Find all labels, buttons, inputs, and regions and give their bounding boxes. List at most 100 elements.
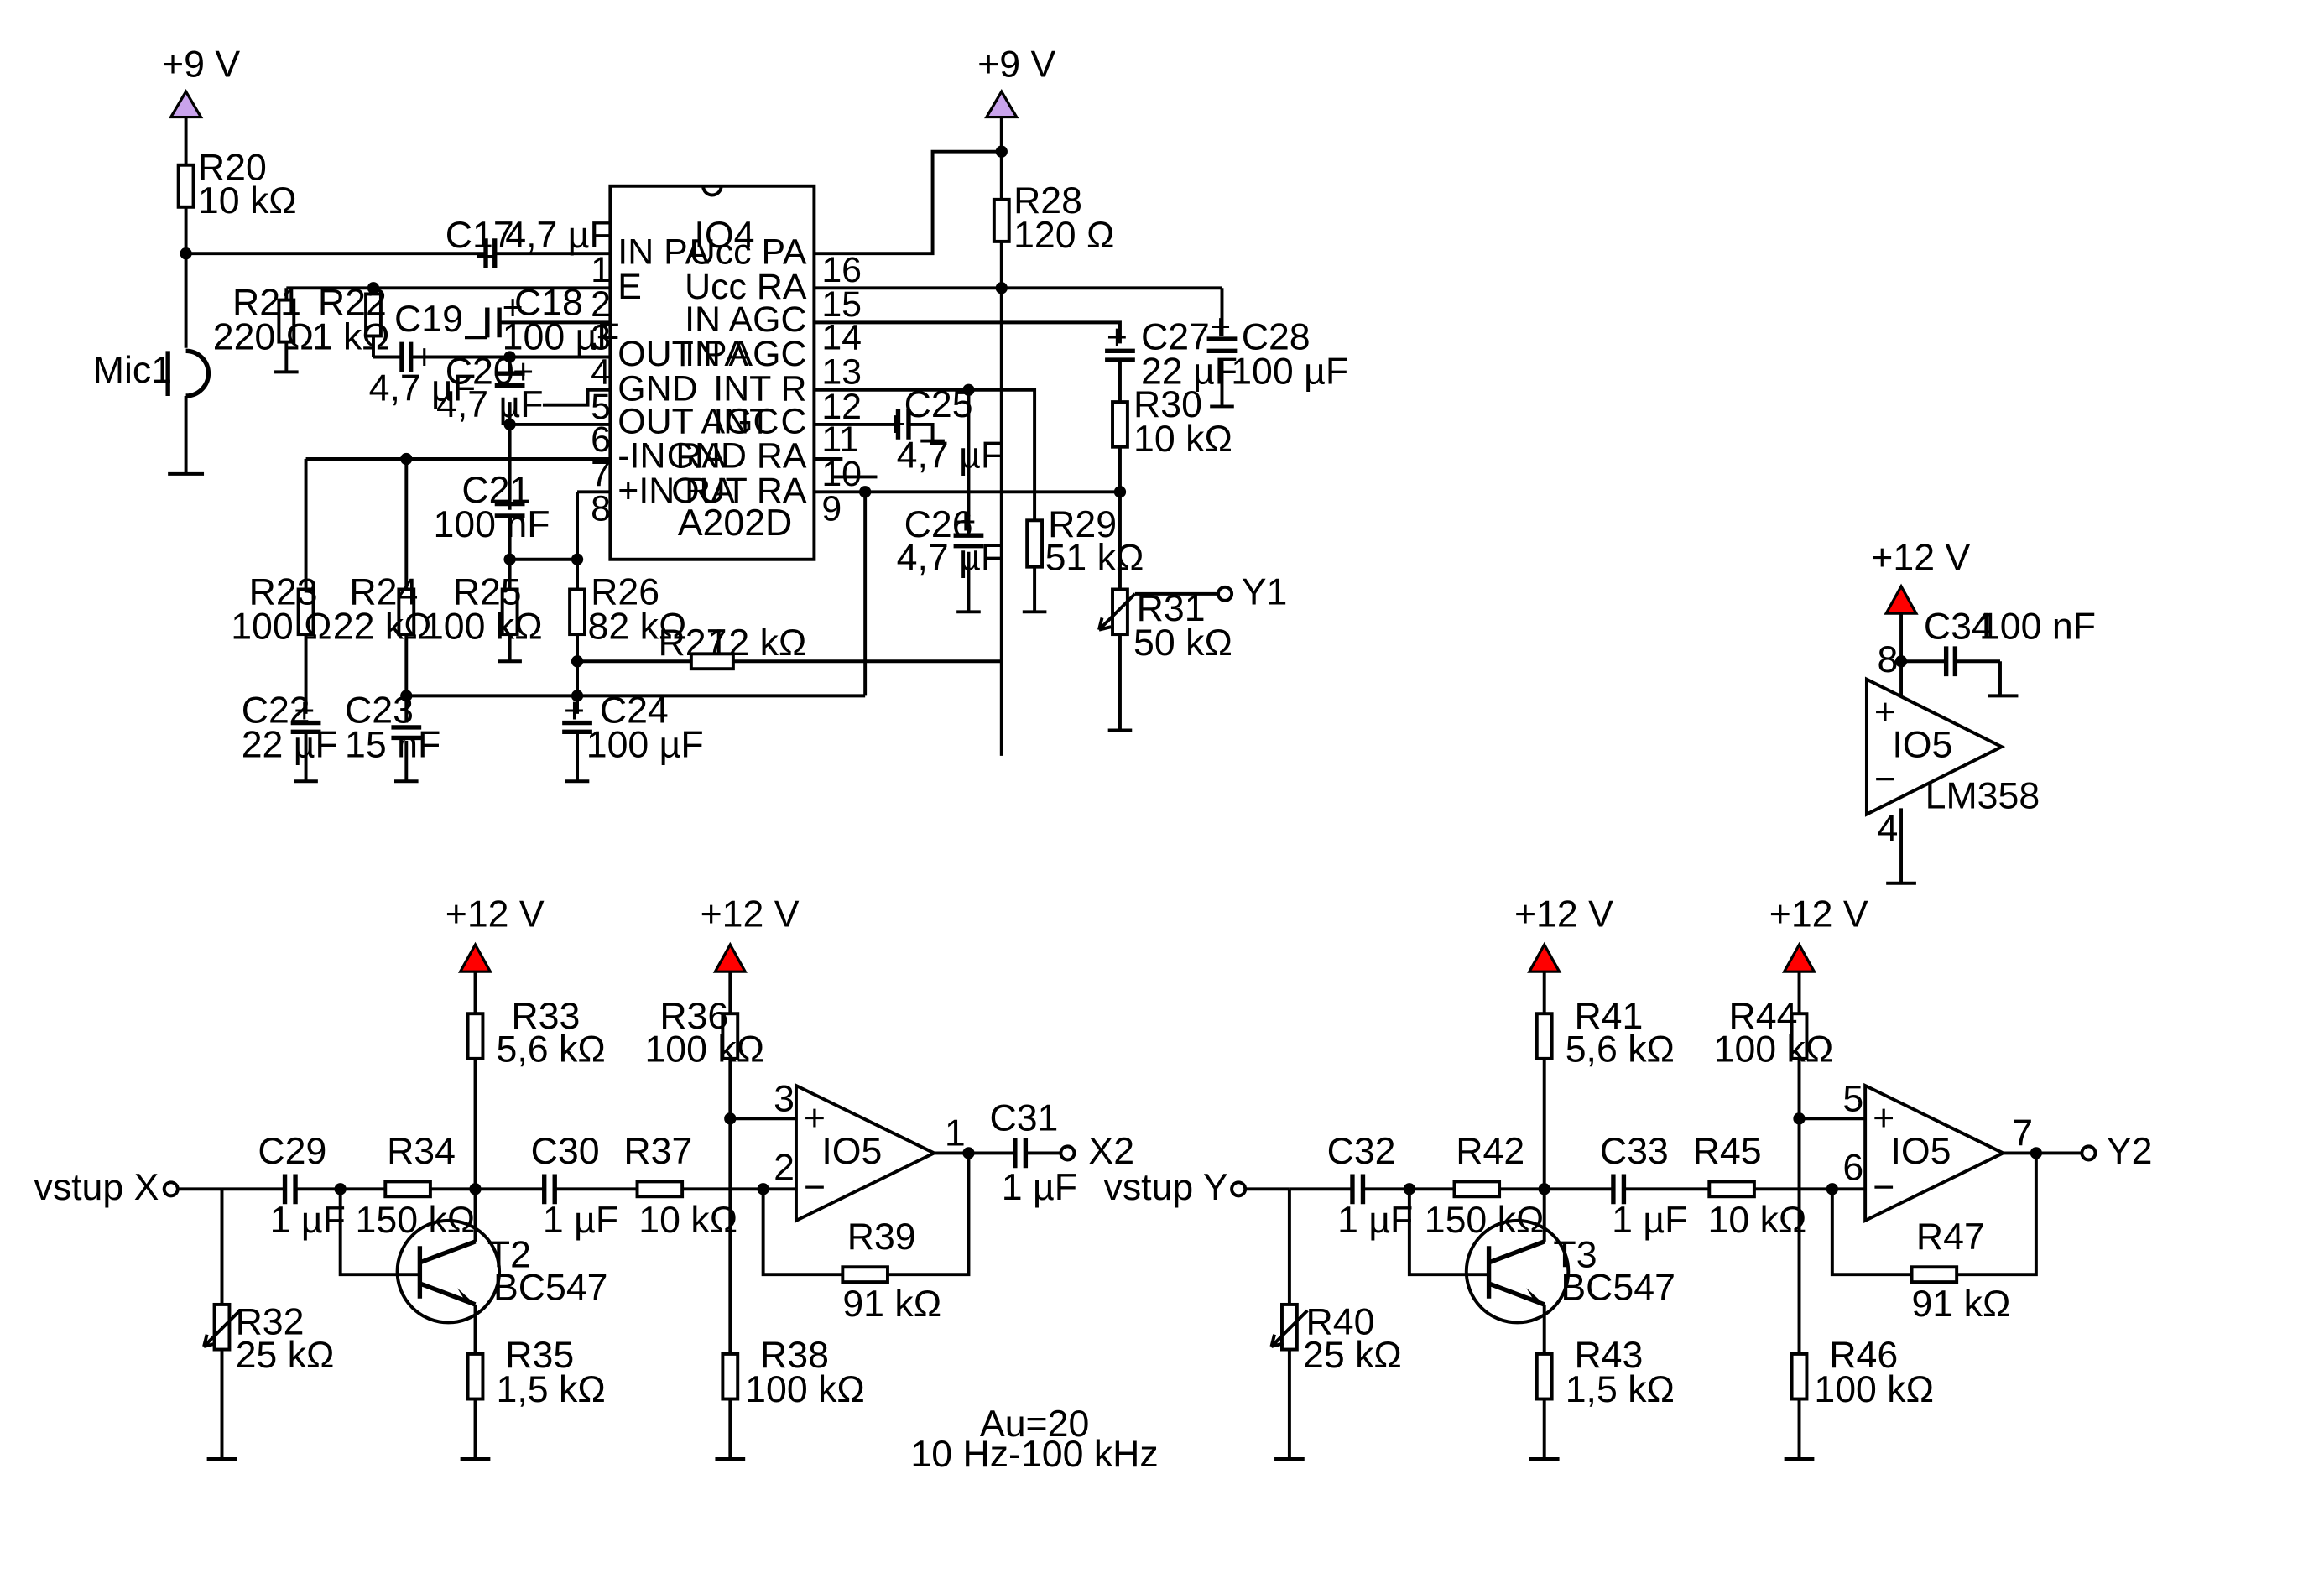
ref-c28: C28 bbox=[1242, 317, 1311, 358]
ref-r27: R27 bbox=[659, 622, 727, 664]
capacitor-c23 bbox=[391, 725, 422, 741]
value-r36: 100 kΩ bbox=[644, 1029, 764, 1070]
junction bbox=[469, 1183, 482, 1196]
opamp-minus-sign: − bbox=[1874, 759, 1896, 800]
junction bbox=[1113, 486, 1127, 498]
ref-r33: R33 bbox=[511, 996, 580, 1037]
ic-a202d: IO4 A202D IN PA E OUT PA GND OUT AGC -IN… bbox=[591, 184, 862, 561]
ref-c20: C20 bbox=[446, 352, 514, 393]
polarity-mark: + bbox=[414, 337, 435, 378]
emitter-arrow bbox=[1526, 1288, 1545, 1305]
value-c23: 15 nF bbox=[345, 725, 440, 766]
resistor-r30 bbox=[1111, 400, 1129, 449]
opamp-y-pin-minus: 6 bbox=[1842, 1148, 1863, 1189]
ic-pin-left-num: 4 bbox=[591, 352, 611, 393]
ref-r30: R30 bbox=[1133, 384, 1202, 425]
ref-c24: C24 bbox=[600, 690, 669, 732]
resistor-r20 bbox=[176, 163, 195, 209]
value-r22: 1 kΩ bbox=[312, 317, 390, 358]
terminal-y-in bbox=[1230, 1180, 1248, 1198]
junction bbox=[757, 1183, 769, 1196]
net-label-y2: Y2 bbox=[2107, 1131, 2153, 1172]
resistor-r39 bbox=[841, 1265, 889, 1284]
capacitor-c26 bbox=[953, 533, 984, 549]
ic-pin-left-num: 2 bbox=[591, 284, 611, 325]
net-label-y-in: vstup Y bbox=[1104, 1167, 1228, 1208]
ref-c19: C19 bbox=[394, 299, 463, 340]
net-label-x2: X2 bbox=[1088, 1131, 1134, 1172]
transistor-t2-leads bbox=[417, 1239, 477, 1307]
ic-pin-left-name: +IN RA bbox=[617, 471, 735, 511]
ic-pin-left-num: 5 bbox=[591, 387, 611, 427]
opamp-x-pin-minus: 2 bbox=[774, 1148, 795, 1189]
ic-pin-left-num: 1 bbox=[591, 250, 611, 290]
junction bbox=[503, 553, 516, 565]
ref-r34: R34 bbox=[387, 1131, 456, 1172]
opamp-x-pin-plus: 3 bbox=[774, 1078, 795, 1119]
ref-t3: T3 bbox=[1553, 1234, 1597, 1275]
value-r20: 10 kΩ bbox=[198, 180, 297, 221]
junction bbox=[1826, 1183, 1838, 1196]
ref-c18: C18 bbox=[514, 282, 583, 323]
resistor-r36 bbox=[721, 1012, 740, 1060]
junction bbox=[2030, 1147, 2043, 1159]
opamp-minus-sign: − bbox=[804, 1167, 826, 1208]
opamp-y-pin-plus: 5 bbox=[1842, 1078, 1863, 1119]
ref-c25: C25 bbox=[904, 384, 973, 425]
resistor-r24 bbox=[397, 587, 416, 637]
resistor-r46 bbox=[1790, 1352, 1809, 1401]
polarity-mark: + bbox=[884, 404, 905, 445]
supply-12v-symbol bbox=[457, 941, 493, 973]
net-label-y1: Y1 bbox=[1242, 571, 1288, 612]
value-c19: 4,7 µF bbox=[369, 367, 477, 409]
ref-c29: C29 bbox=[258, 1131, 326, 1172]
ref-c32: C32 bbox=[1327, 1131, 1396, 1172]
polarity-mark: + bbox=[564, 691, 585, 732]
value-r44: 100 kΩ bbox=[1714, 1029, 1834, 1070]
supply-9v-label: +9 V bbox=[162, 44, 240, 85]
capacitor-c20 bbox=[494, 371, 525, 388]
resistor-r41 bbox=[1535, 1012, 1554, 1060]
ref-r42: R42 bbox=[1456, 1131, 1524, 1172]
junction bbox=[400, 452, 413, 466]
ref-c27: C27 bbox=[1141, 317, 1210, 358]
polarity-mark: + bbox=[513, 352, 534, 393]
ref-r45: R45 bbox=[1693, 1131, 1762, 1172]
ic-pin-right-num: 15 bbox=[821, 284, 862, 325]
ic-pin-right-name: OUT RA bbox=[671, 471, 807, 511]
polarity-mark: + bbox=[955, 502, 976, 542]
ref-mic1: Mic1 bbox=[93, 350, 172, 391]
value-r24: 22 kΩ bbox=[333, 606, 432, 647]
opamp-top-ref: IO5 bbox=[1892, 725, 1952, 766]
ic-a202d-body bbox=[608, 184, 816, 561]
resistor-r27 bbox=[689, 652, 735, 671]
value-r42: 150 kΩ bbox=[1425, 1200, 1545, 1241]
ref-r32: R32 bbox=[236, 1302, 305, 1343]
ic-pin-right-num: 9 bbox=[821, 488, 842, 529]
resistor-r37 bbox=[635, 1180, 685, 1199]
ic-pin-right-num: 13 bbox=[821, 352, 862, 393]
supply-12v-label: +12 V bbox=[1769, 894, 1868, 935]
opamp-top-icon bbox=[1864, 676, 2006, 817]
supply-12v-symbol bbox=[1527, 941, 1562, 973]
value-r45: 10 kΩ bbox=[1708, 1200, 1807, 1241]
junction bbox=[724, 1112, 737, 1125]
ref-r36: R36 bbox=[659, 996, 728, 1037]
value-c25: 4,7 µF bbox=[897, 435, 1004, 477]
supply-12v-label: +12 V bbox=[1514, 894, 1613, 935]
ic-pin-right-name: IN AGC bbox=[685, 334, 806, 374]
value-c18: 100 µF bbox=[503, 317, 620, 358]
junction bbox=[859, 486, 872, 498]
polarity-mark: + bbox=[476, 237, 497, 277]
resistor-r38 bbox=[721, 1352, 740, 1401]
value-r30: 10 kΩ bbox=[1133, 419, 1232, 460]
ic-pin-left-num: 8 bbox=[591, 488, 611, 529]
capacitor-c32 bbox=[1350, 1174, 1366, 1205]
trimmer-arrow bbox=[1269, 1309, 1309, 1348]
terminal-x2 bbox=[1059, 1144, 1076, 1162]
value-c21: 100 nF bbox=[433, 504, 550, 545]
ic-pin-left-name: OUT PA bbox=[617, 334, 748, 374]
junction bbox=[180, 247, 192, 260]
value-r38: 100 kΩ bbox=[745, 1369, 865, 1410]
ic-pin-right-name: Ucc PA bbox=[690, 232, 807, 273]
